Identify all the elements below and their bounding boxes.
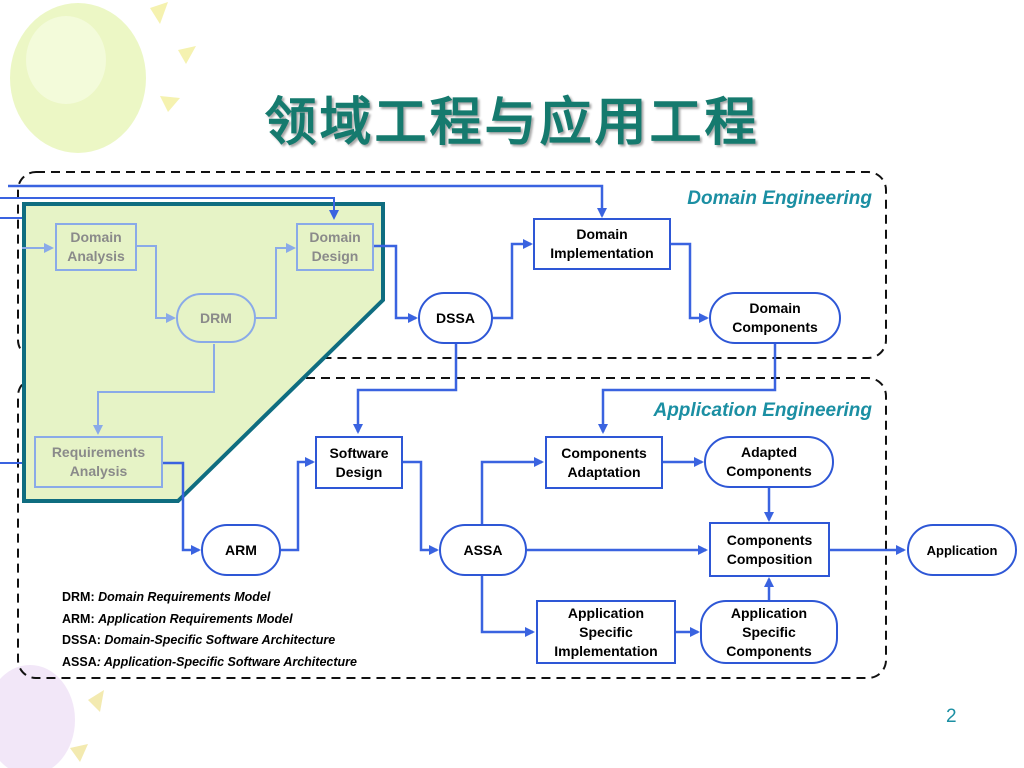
domain-analysis-node[interactable]: Domain Analysis bbox=[55, 223, 137, 271]
page-number: 2 bbox=[946, 706, 957, 727]
connector-drm-to-domain-design bbox=[256, 243, 296, 319]
application-engineering-label: Application Engineering bbox=[653, 400, 872, 421]
legend-term: : Application-Specific Software Architec… bbox=[96, 654, 357, 669]
legend-abbr: DRM: bbox=[62, 590, 95, 604]
connector-assa-to-application-specific-implementation bbox=[480, 576, 535, 637]
legend-row-assa: ASSA: Application-Specific Software Arch… bbox=[62, 652, 357, 674]
adapted-components-node[interactable]: Adapted Components bbox=[704, 436, 834, 488]
ray-decoration bbox=[150, 2, 168, 24]
connector-arm-to-software-design bbox=[281, 457, 315, 552]
legend-row-arm: ARM: Application Requirements Model bbox=[62, 609, 357, 631]
arm-node[interactable]: ARM bbox=[201, 524, 281, 576]
legend-row-dssa: DSSA: Domain-Specific Software Architect… bbox=[62, 630, 357, 652]
application-specific-components-node[interactable]: Application Specific Components bbox=[700, 600, 838, 664]
domain-implementation-node[interactable]: Domain Implementation bbox=[533, 218, 671, 270]
balloon-highlight bbox=[26, 16, 106, 104]
dssa-node[interactable]: DSSA bbox=[418, 292, 493, 344]
connector-domain-components-to-components-adaptation bbox=[598, 344, 777, 434]
domain-engineering-label: Domain Engineering bbox=[687, 188, 872, 209]
ray-decoration bbox=[70, 744, 88, 762]
legend-abbr: ARM: bbox=[62, 611, 95, 626]
software-design-node[interactable]: Software Design bbox=[315, 436, 403, 489]
balloon-shape bbox=[0, 665, 75, 768]
connector-requirements-analysis-to-arm bbox=[163, 461, 201, 555]
legend-term: Application Requirements Model bbox=[98, 611, 293, 626]
connector-dssa-to-software-design bbox=[353, 344, 458, 434]
connector-domain-design-to-dssa bbox=[374, 244, 418, 323]
abbreviation-legend: DRM: Domain Requirements Model ARM: Appl… bbox=[62, 587, 357, 673]
domain-components-node[interactable]: Domain Components bbox=[709, 292, 841, 344]
slide-title: 领域工程与应用工程 bbox=[264, 93, 760, 153]
legend-abbr: ASSA bbox=[62, 654, 97, 669]
legend-term: Domain Requirements Model bbox=[98, 590, 271, 604]
legend-term: Domain-Specific Software Architecture bbox=[104, 633, 336, 647]
connector-left-to-domain-design bbox=[0, 197, 339, 220]
requirements-analysis-node[interactable]: Requirements Analysis bbox=[34, 436, 163, 488]
domain-engineering-region bbox=[17, 171, 887, 359]
ray-decoration bbox=[160, 96, 180, 112]
connector-drm-to-requirements-analysis bbox=[93, 344, 215, 435]
ray-decoration bbox=[178, 46, 196, 64]
application-specific-implementation-node[interactable]: Application Specific Implementation bbox=[536, 600, 676, 664]
assa-node[interactable]: ASSA bbox=[439, 524, 527, 576]
connector-dssa-to-domain-implementation bbox=[493, 239, 533, 320]
application-engineering-region bbox=[17, 377, 887, 679]
legend-row-drm: DRM: Domain Requirements Model bbox=[62, 587, 357, 609]
components-adaptation-node[interactable]: Components Adaptation bbox=[545, 436, 663, 489]
drm-node[interactable]: DRM bbox=[176, 293, 256, 343]
legend-abbr: DSSA: bbox=[62, 633, 101, 647]
connector-software-design-to-assa bbox=[403, 460, 439, 555]
connector-assa-to-components-adaptation bbox=[480, 457, 544, 524]
connector-domain-analysis-to-drm bbox=[137, 245, 176, 323]
components-composition-node[interactable]: Components Composition bbox=[709, 522, 830, 577]
requirements-highlight-area bbox=[22, 202, 385, 503]
domain-design-node[interactable]: Domain Design bbox=[296, 223, 374, 271]
application-node[interactable]: Application bbox=[907, 524, 1017, 576]
connector-domain-implementation-to-domain-components bbox=[671, 242, 709, 323]
ray-decoration bbox=[88, 690, 104, 712]
connector-left-to-domain-implementation bbox=[8, 184, 607, 218]
